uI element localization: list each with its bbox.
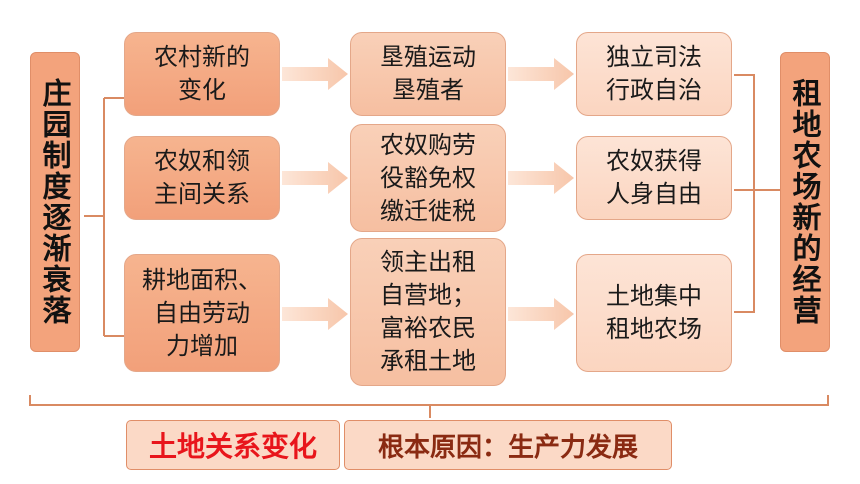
row3-col1-box: 耕地面积、 自由劳动 力增加 (124, 254, 280, 372)
row3-col3-box: 土地集中 租地农场 (576, 254, 732, 372)
row1-col2-box: 垦殖运动 垦殖者 (350, 32, 506, 116)
arrow-icon (282, 298, 348, 330)
arrow-icon (508, 298, 574, 330)
left-bracket (84, 97, 124, 337)
root-cause-box: 根本原因：生产力发展 (344, 420, 672, 470)
arrow-icon (508, 162, 574, 194)
row1-col3-box: 独立司法 行政自治 (576, 32, 732, 116)
arrow-icon (282, 58, 348, 90)
bottom-brace (29, 395, 829, 418)
row3-col2-box: 领主出租 自营地； 富裕农民 承租土地 (350, 238, 506, 386)
left-label: 庄园制度逐渐衰落 (30, 52, 80, 352)
row2-col1-box: 农奴和领 主间关系 (124, 136, 280, 220)
land-relation-change-box: 土地关系变化 (126, 420, 340, 470)
arrow-icon (508, 58, 574, 90)
row1-col1-box: 农村新的 变化 (124, 32, 280, 116)
root-cause-label: 根本原因：生产力发展 (377, 432, 638, 463)
right-bracket (734, 74, 780, 313)
arrow-icon (282, 162, 348, 194)
row2-col2-box: 农奴购劳 役豁免权 缴迁徙税 (350, 124, 506, 232)
right-label: 租地农场新的经营 (780, 52, 830, 352)
land-relation-change-label: 土地关系变化 (148, 430, 317, 463)
row2-col3-box: 农奴获得 人身自由 (576, 136, 732, 220)
